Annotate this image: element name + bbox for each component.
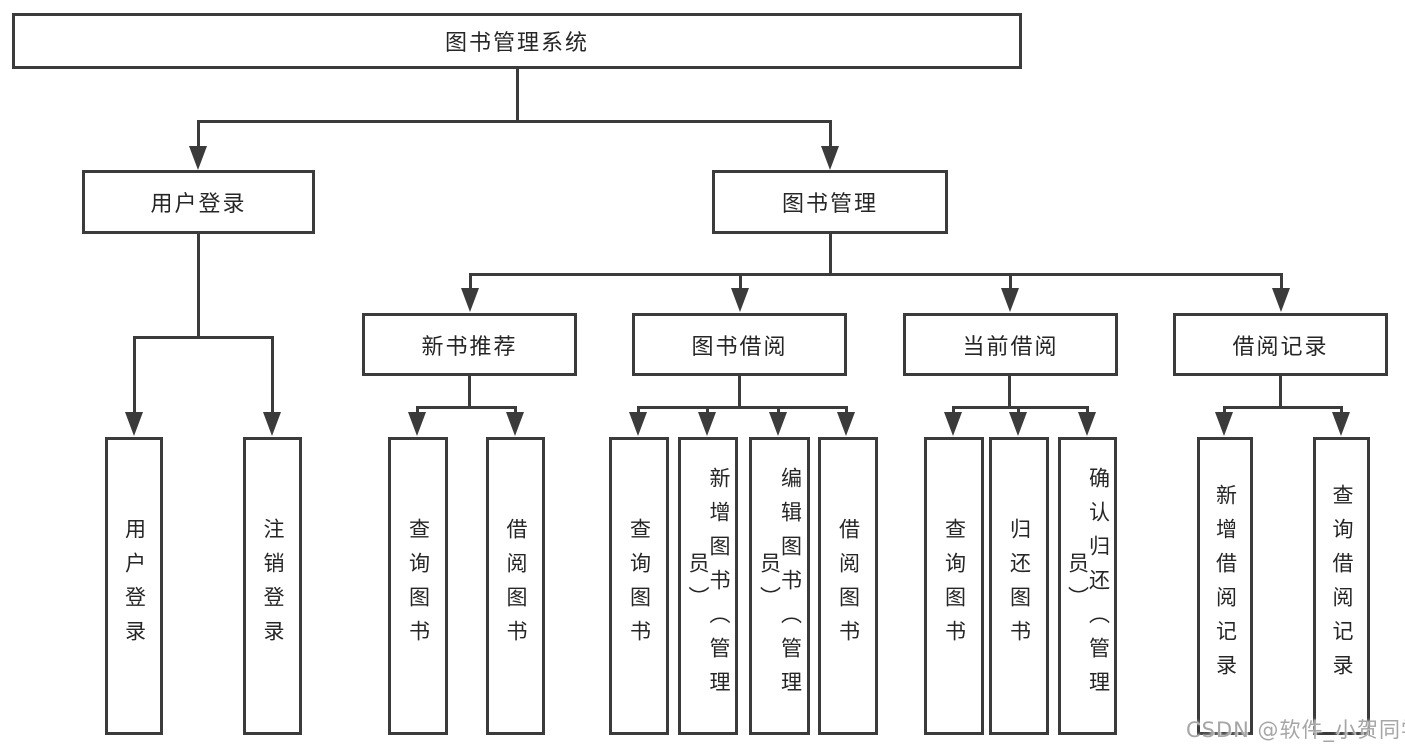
node-book-management: 图书管理	[712, 170, 948, 234]
connector-line	[469, 273, 1283, 276]
node-label: 图书管理	[781, 192, 878, 217]
connector-line	[952, 406, 1089, 409]
connector-line	[1279, 376, 1282, 406]
arrow-down-icon	[408, 412, 426, 436]
node-label: 用户登录	[150, 192, 247, 217]
connector-line	[706, 406, 709, 415]
arrow-down-icon	[1001, 288, 1019, 312]
connector-line	[829, 234, 832, 276]
node-label: 新增图书（管理员）	[686, 467, 731, 705]
leaf-borrow-books-recommend: 借阅图书	[486, 437, 545, 735]
arrow-down-icon	[769, 412, 787, 436]
node-label: 图书管理系统	[444, 31, 589, 56]
connector-line	[197, 120, 832, 123]
arrow-down-icon	[506, 412, 524, 436]
node-label: 查询图书	[406, 518, 431, 654]
node-library-management-system: 图书管理系统	[12, 13, 1022, 69]
arrow-down-icon	[189, 146, 207, 170]
connector-line	[514, 406, 517, 415]
connector-line	[637, 406, 848, 409]
connector-line	[516, 69, 519, 120]
node-label: 查询图书	[942, 518, 967, 654]
node-label: 图书借阅	[691, 334, 788, 360]
connector-line	[1223, 406, 1343, 409]
node-label: 用户登录	[122, 518, 147, 654]
csdn-watermark: CSDN @软件_小贺同学	[1186, 718, 1405, 742]
leaf-add-books-admin: 新增图书（管理员）	[678, 437, 738, 735]
connector-line	[845, 406, 848, 415]
leaf-edit-books-admin: 编辑图书（管理员）	[749, 437, 810, 735]
connector-line	[469, 273, 472, 289]
connector-line	[271, 336, 274, 414]
connector-line	[738, 376, 741, 406]
arrow-down-icon	[731, 288, 749, 312]
arrow-down-icon	[125, 412, 143, 436]
node-label: 当前借阅	[962, 334, 1059, 360]
node-borrowing-records: 借阅记录	[1173, 313, 1388, 376]
node-label: 查询借阅记录	[1330, 484, 1354, 688]
node-label: 借阅图书	[504, 518, 528, 654]
arrow-down-icon	[629, 412, 647, 436]
leaf-return-books: 归还图书	[989, 437, 1049, 735]
node-new-book-recommendation: 新书推荐	[362, 313, 577, 376]
connector-line	[1008, 376, 1011, 406]
connector-line	[1223, 406, 1226, 415]
connector-line	[1017, 406, 1020, 415]
node-label: 注销登录	[261, 518, 285, 654]
connector-line	[197, 120, 200, 148]
arrow-down-icon	[1009, 412, 1027, 436]
arrow-down-icon	[1215, 412, 1233, 436]
connector-line	[1280, 273, 1283, 289]
connector-line	[1340, 406, 1343, 415]
arrow-down-icon	[1078, 412, 1096, 436]
leaf-query-books-borrowing: 查询图书	[609, 437, 669, 735]
arrow-down-icon	[1332, 412, 1350, 436]
arrow-down-icon	[461, 288, 479, 312]
node-user-login: 用户登录	[82, 170, 315, 234]
leaf-add-borrow-record: 新增借阅记录	[1197, 437, 1253, 735]
node-book-borrowing: 图书借阅	[632, 313, 847, 376]
connector-line	[1009, 273, 1012, 289]
leaf-query-books-current: 查询图书	[924, 437, 984, 735]
arrow-down-icon	[944, 412, 962, 436]
connector-line	[133, 336, 274, 339]
node-label: 确认归还（管理员）	[1065, 467, 1111, 705]
node-label: 编辑图书（管理员）	[757, 467, 803, 705]
connector-line	[416, 406, 419, 415]
arrow-down-icon	[698, 412, 716, 436]
connector-line	[952, 406, 955, 415]
leaf-confirm-return-admin: 确认归还（管理员）	[1058, 437, 1117, 735]
connector-line	[416, 406, 517, 409]
node-label: 新书推荐	[421, 334, 518, 360]
node-current-borrowing: 当前借阅	[903, 313, 1118, 376]
leaf-borrow-books: 借阅图书	[818, 437, 878, 735]
node-label: 借阅记录	[1232, 334, 1329, 360]
node-label: 借阅图书	[836, 518, 861, 654]
connector-line	[133, 336, 136, 414]
leaf-query-borrow-record: 查询借阅记录	[1313, 437, 1370, 735]
arrow-down-icon	[837, 412, 855, 436]
node-label: 归还图书	[1007, 518, 1032, 654]
connector-line	[777, 406, 780, 415]
connector-line	[637, 406, 640, 415]
connector-line	[468, 376, 471, 406]
connector-line	[739, 273, 742, 289]
connector-line	[829, 120, 832, 148]
arrow-down-icon	[263, 412, 281, 436]
leaf-user-login: 用户登录	[105, 437, 163, 735]
node-label: 查询图书	[627, 518, 652, 654]
leaf-query-books-recommend: 查询图书	[388, 437, 448, 735]
leaf-logout: 注销登录	[243, 437, 302, 735]
arrow-down-icon	[821, 146, 839, 170]
connector-line	[197, 234, 200, 336]
arrow-down-icon	[1272, 288, 1290, 312]
connector-line	[1086, 406, 1089, 415]
node-label: 新增借阅记录	[1213, 484, 1238, 688]
